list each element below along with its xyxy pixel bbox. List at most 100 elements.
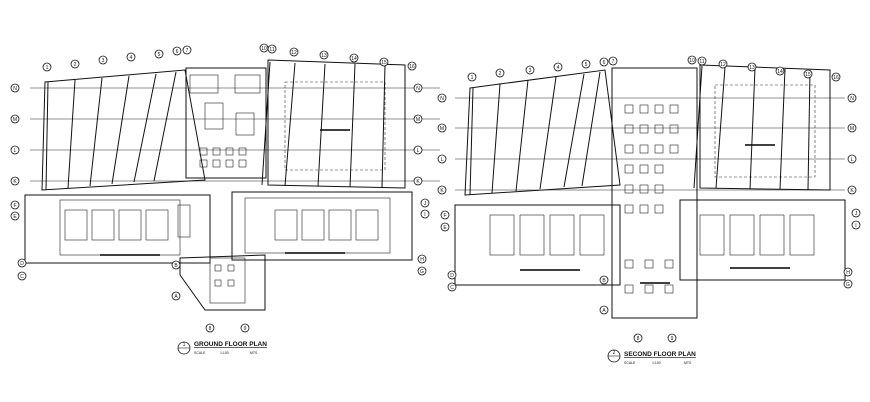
grid-bubble: B	[171, 260, 181, 270]
grid-bubble: 14	[349, 53, 359, 63]
svg-text:5: 5	[585, 62, 588, 68]
second-central-block	[611, 67, 698, 319]
svg-text:1: 1	[471, 75, 474, 81]
svg-text:8: 8	[209, 326, 212, 332]
svg-text:11: 11	[699, 59, 704, 65]
svg-text:1:100: 1:100	[220, 351, 229, 355]
svg-text:K: K	[440, 188, 444, 194]
svg-text:9: 9	[244, 326, 247, 332]
svg-text:3: 3	[102, 58, 105, 64]
svg-text:A: A	[174, 294, 178, 300]
ground-grid-bubbles: 1 2 3 4 5 6 7 10 11 12 13 14 15 16 N M L…	[10, 43, 430, 333]
svg-text:16: 16	[833, 75, 839, 81]
grid-bubble: 11	[267, 44, 277, 54]
svg-text:4: 4	[130, 55, 133, 61]
svg-text:L: L	[441, 157, 444, 163]
svg-text:K: K	[13, 179, 17, 185]
svg-text:K: K	[416, 179, 420, 185]
grid-bubble: 4	[126, 52, 136, 62]
grid-bubble: 16	[407, 61, 417, 71]
ground-right-rooms	[231, 191, 413, 261]
svg-text:M: M	[416, 117, 420, 123]
svg-text:6: 6	[176, 49, 179, 55]
ground-right-wing	[261, 59, 406, 189]
svg-text:J: J	[855, 211, 858, 217]
grid-bubble: 7	[182, 45, 192, 55]
grid-bubble: J	[851, 208, 861, 218]
ground-floor-plan: 1 2 3 4 5 6 7 10 11 12 13 14 15 16 N M L…	[10, 43, 440, 355]
svg-text:C: C	[450, 285, 454, 291]
svg-text:L: L	[417, 148, 420, 154]
ground-left-wing	[30, 69, 440, 191]
svg-text:M: M	[850, 126, 854, 132]
grid-bubble: 16	[831, 72, 841, 82]
svg-text:SCALE: SCALE	[194, 351, 206, 355]
svg-text:F: F	[443, 213, 446, 219]
grid-bubble: M	[847, 123, 857, 133]
svg-text:15: 15	[805, 72, 811, 78]
svg-text:H: H	[846, 270, 850, 276]
ground-bottom-extension	[179, 254, 266, 311]
second-title-block: 2 SECOND FLOOR PLAN SCALE 1:100 MTS	[607, 349, 696, 365]
svg-text:1: 1	[46, 65, 49, 71]
svg-text:13: 13	[321, 53, 327, 59]
second-right-rooms	[679, 199, 846, 281]
grid-bubble: 6	[599, 57, 609, 67]
grid-bubble: D	[17, 258, 27, 268]
grid-bubble: 5	[581, 59, 591, 69]
grid-bubble: 1	[42, 62, 52, 72]
grid-bubble: A	[171, 291, 181, 301]
grid-bubble: 15	[803, 69, 813, 79]
svg-text:C: C	[20, 274, 24, 280]
grid-bubble: 15	[379, 57, 389, 67]
svg-text:10: 10	[689, 58, 695, 64]
svg-text:MTS: MTS	[250, 351, 258, 355]
second-grid-bubbles: 1 2 3 4 5 6 7 10 11 12 13 14 15 16 N M L…	[437, 55, 861, 343]
svg-text:2: 2	[613, 350, 616, 356]
svg-text:14: 14	[777, 69, 783, 75]
svg-text:15: 15	[381, 60, 387, 66]
second-plan-title: SECOND FLOOR PLAN	[624, 351, 696, 358]
grid-bubble: K	[847, 185, 857, 195]
grid-bubble: L	[437, 154, 447, 164]
svg-text:D: D	[20, 261, 24, 267]
svg-text:B: B	[602, 278, 606, 284]
svg-text:1:100: 1:100	[652, 361, 661, 365]
grid-bubble: M	[437, 123, 447, 133]
svg-text:I: I	[424, 212, 425, 218]
svg-text:K: K	[850, 188, 854, 194]
grid-bubble: I	[420, 209, 430, 219]
svg-text:L: L	[851, 157, 854, 163]
svg-text:3: 3	[529, 68, 532, 74]
grid-bubble: C	[447, 282, 457, 292]
grid-bubble: K	[10, 176, 20, 186]
grid-bubble: 6	[172, 46, 182, 56]
grid-bubble: H	[417, 254, 427, 264]
grid-bubble: L	[413, 145, 423, 155]
svg-text:N: N	[416, 86, 420, 92]
grid-bubble: 13	[319, 50, 329, 60]
grid-bubble: C	[17, 271, 27, 281]
svg-text:H: H	[420, 257, 424, 263]
svg-text:N: N	[850, 96, 854, 102]
svg-text:M: M	[13, 117, 17, 123]
grid-bubble: I	[851, 220, 861, 230]
grid-bubble: G	[843, 279, 853, 289]
svg-text:F: F	[13, 203, 16, 209]
grid-bubble: N	[413, 83, 423, 93]
grid-bubble: 10	[687, 55, 697, 65]
grid-bubble: 7	[608, 56, 618, 66]
grid-bubble: J	[420, 198, 430, 208]
second-floor-plan: 1 2 3 4 5 6 7 10 11 12 13 14 15 16 N M L…	[437, 55, 861, 365]
grid-bubble: 12	[289, 47, 299, 57]
svg-text:SCALE: SCALE	[624, 361, 636, 365]
grid-bubble: K	[413, 176, 423, 186]
grid-bubble: D	[447, 270, 457, 280]
grid-bubble: N	[847, 93, 857, 103]
ground-title-block: 1 GROUND FLOOR PLAN SCALE 1:100 MTS	[177, 341, 267, 355]
svg-text:G: G	[846, 282, 850, 288]
second-left-wing	[455, 69, 845, 196]
grid-bubble: 1	[467, 72, 477, 82]
svg-text:G: G	[420, 269, 424, 275]
svg-text:1: 1	[183, 342, 186, 348]
